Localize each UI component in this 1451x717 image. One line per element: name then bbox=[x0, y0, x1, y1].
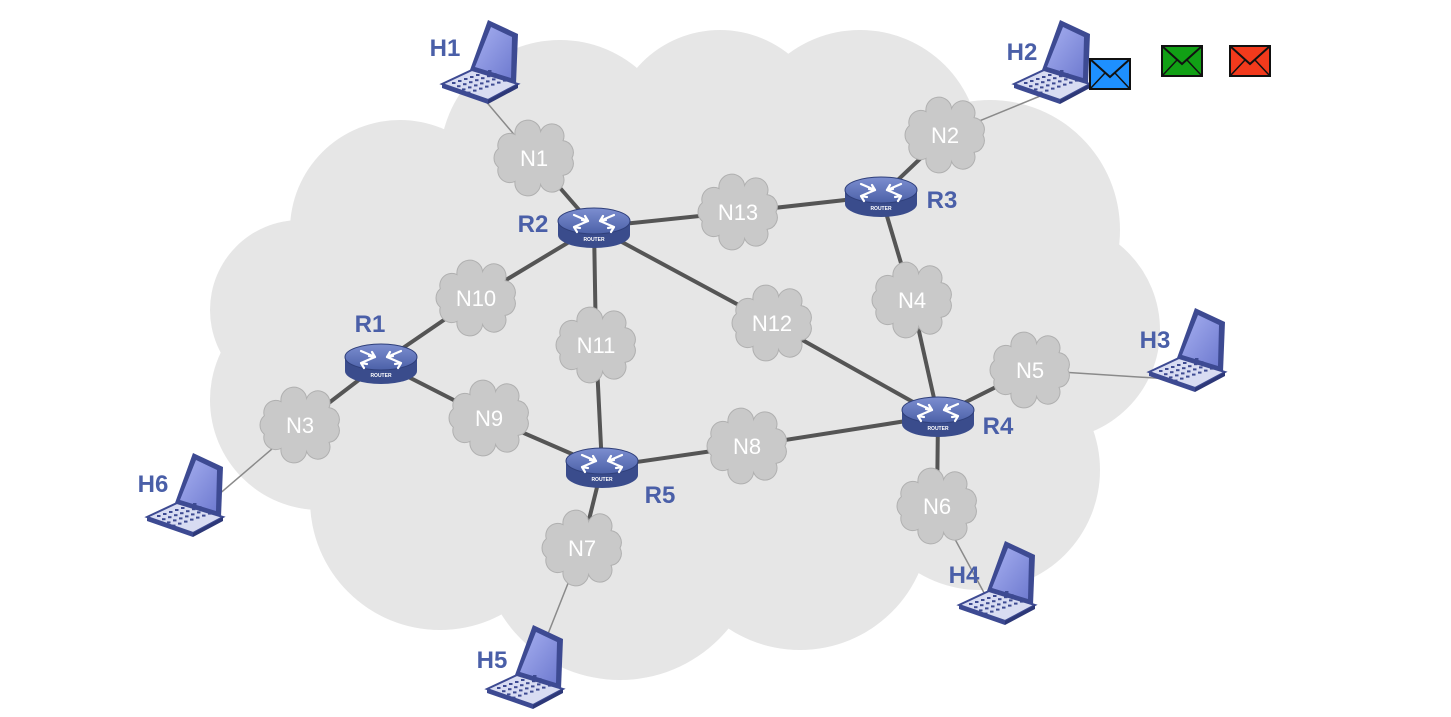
router-sublabel: ROUTER bbox=[583, 237, 605, 243]
network-label: N4 bbox=[898, 288, 926, 313]
network-n11: N11 bbox=[555, 306, 636, 384]
network-n1: N1 bbox=[493, 119, 574, 197]
router-r3[interactable]: ROUTER R3 bbox=[844, 176, 958, 217]
router-top bbox=[565, 447, 639, 475]
router-arrows-icon bbox=[359, 349, 403, 370]
router-label: R5 bbox=[645, 482, 676, 509]
network-cloud-shape bbox=[541, 509, 622, 587]
mail-red-envelope-icon bbox=[1229, 45, 1271, 77]
network-n4: N4 bbox=[871, 261, 952, 339]
network-cloud-shape bbox=[555, 306, 636, 384]
network-n3: N3 bbox=[259, 386, 340, 464]
network-n9: N9 bbox=[448, 379, 529, 457]
router-label: R1 bbox=[355, 311, 386, 338]
host-label: H1 bbox=[430, 35, 461, 62]
mail-blue-envelope-icon bbox=[1089, 58, 1131, 90]
network-cloud-shape bbox=[731, 284, 812, 362]
network-label: N7 bbox=[568, 536, 596, 561]
router-r2[interactable]: ROUTER R2 bbox=[518, 207, 631, 248]
router-sublabel: ROUTER bbox=[927, 426, 949, 432]
network-n6: N6 bbox=[896, 467, 977, 545]
network-cloud-shape bbox=[989, 331, 1070, 409]
router-arrows-icon bbox=[580, 453, 624, 474]
laptop-icon bbox=[144, 453, 226, 537]
router-sublabel: ROUTER bbox=[370, 373, 392, 379]
background-cloud-lobe bbox=[300, 210, 640, 550]
laptop-icon bbox=[956, 541, 1038, 625]
router-r4[interactable]: ROUTER R4 bbox=[901, 396, 1014, 440]
host-h5[interactable]: H5 bbox=[477, 625, 566, 709]
network-cloud-shape bbox=[448, 379, 529, 457]
router-label: R3 bbox=[927, 187, 958, 214]
laptop-icon bbox=[484, 625, 566, 709]
network-cloud-shape bbox=[259, 386, 340, 464]
envelopes-layer bbox=[1089, 45, 1271, 90]
host-h3[interactable]: H3 bbox=[1140, 308, 1228, 392]
network-label: N5 bbox=[1016, 358, 1044, 383]
network-label: N11 bbox=[577, 333, 616, 358]
host-h6[interactable]: H6 bbox=[138, 453, 226, 537]
network-cloud-shape bbox=[871, 261, 952, 339]
network-label: N9 bbox=[475, 406, 503, 431]
laptop-icon bbox=[1146, 308, 1228, 392]
host-label: H4 bbox=[949, 562, 980, 589]
router-r1[interactable]: ROUTER R1 bbox=[344, 311, 418, 384]
network-label: N1 bbox=[520, 146, 548, 171]
network-n5: N5 bbox=[989, 331, 1070, 409]
mail-green-envelope-icon bbox=[1161, 45, 1203, 77]
router-arrows-icon bbox=[916, 402, 960, 423]
network-label: N6 bbox=[923, 494, 951, 519]
network-label: N2 bbox=[931, 123, 959, 148]
network-n10: N10 bbox=[435, 259, 516, 337]
network-n13: N13 bbox=[697, 173, 778, 251]
router-label: R4 bbox=[983, 413, 1014, 440]
router-top bbox=[344, 343, 418, 371]
network-cloud-shape bbox=[697, 173, 778, 251]
router-r5[interactable]: ROUTER R5 bbox=[565, 447, 676, 509]
host-h4[interactable]: H4 bbox=[949, 541, 1038, 625]
network-cloud-shape bbox=[904, 96, 985, 174]
router-label: R2 bbox=[518, 211, 549, 238]
host-label: H6 bbox=[138, 471, 169, 498]
router-arrows-icon bbox=[572, 213, 616, 234]
host-label: H5 bbox=[477, 647, 508, 674]
host-label: H2 bbox=[1007, 39, 1038, 66]
network-cloud-shape bbox=[896, 467, 977, 545]
router-sublabel: ROUTER bbox=[870, 206, 892, 212]
network-cloud-shape bbox=[435, 259, 516, 337]
network-label: N3 bbox=[286, 413, 314, 438]
network-label: N10 bbox=[456, 286, 496, 311]
network-n2: N2 bbox=[904, 96, 985, 174]
network-n8: N8 bbox=[706, 407, 787, 485]
host-label: H3 bbox=[1140, 327, 1171, 354]
network-label: N12 bbox=[752, 311, 792, 336]
router-top bbox=[844, 176, 918, 204]
host-h2[interactable]: H2 bbox=[1007, 20, 1093, 104]
network-n7: N7 bbox=[541, 509, 622, 587]
router-top bbox=[557, 207, 631, 235]
network-label: N13 bbox=[718, 200, 758, 225]
network-cloud-shape bbox=[706, 407, 787, 485]
laptop-icon bbox=[439, 20, 521, 104]
host-h1[interactable]: H1 bbox=[430, 20, 521, 104]
network-n12: N12 bbox=[731, 284, 812, 362]
network-label: N8 bbox=[733, 434, 761, 459]
router-top bbox=[901, 396, 975, 424]
router-sublabel: ROUTER bbox=[591, 477, 613, 483]
network-cloud-shape bbox=[493, 119, 574, 197]
router-arrows-icon bbox=[859, 182, 903, 203]
